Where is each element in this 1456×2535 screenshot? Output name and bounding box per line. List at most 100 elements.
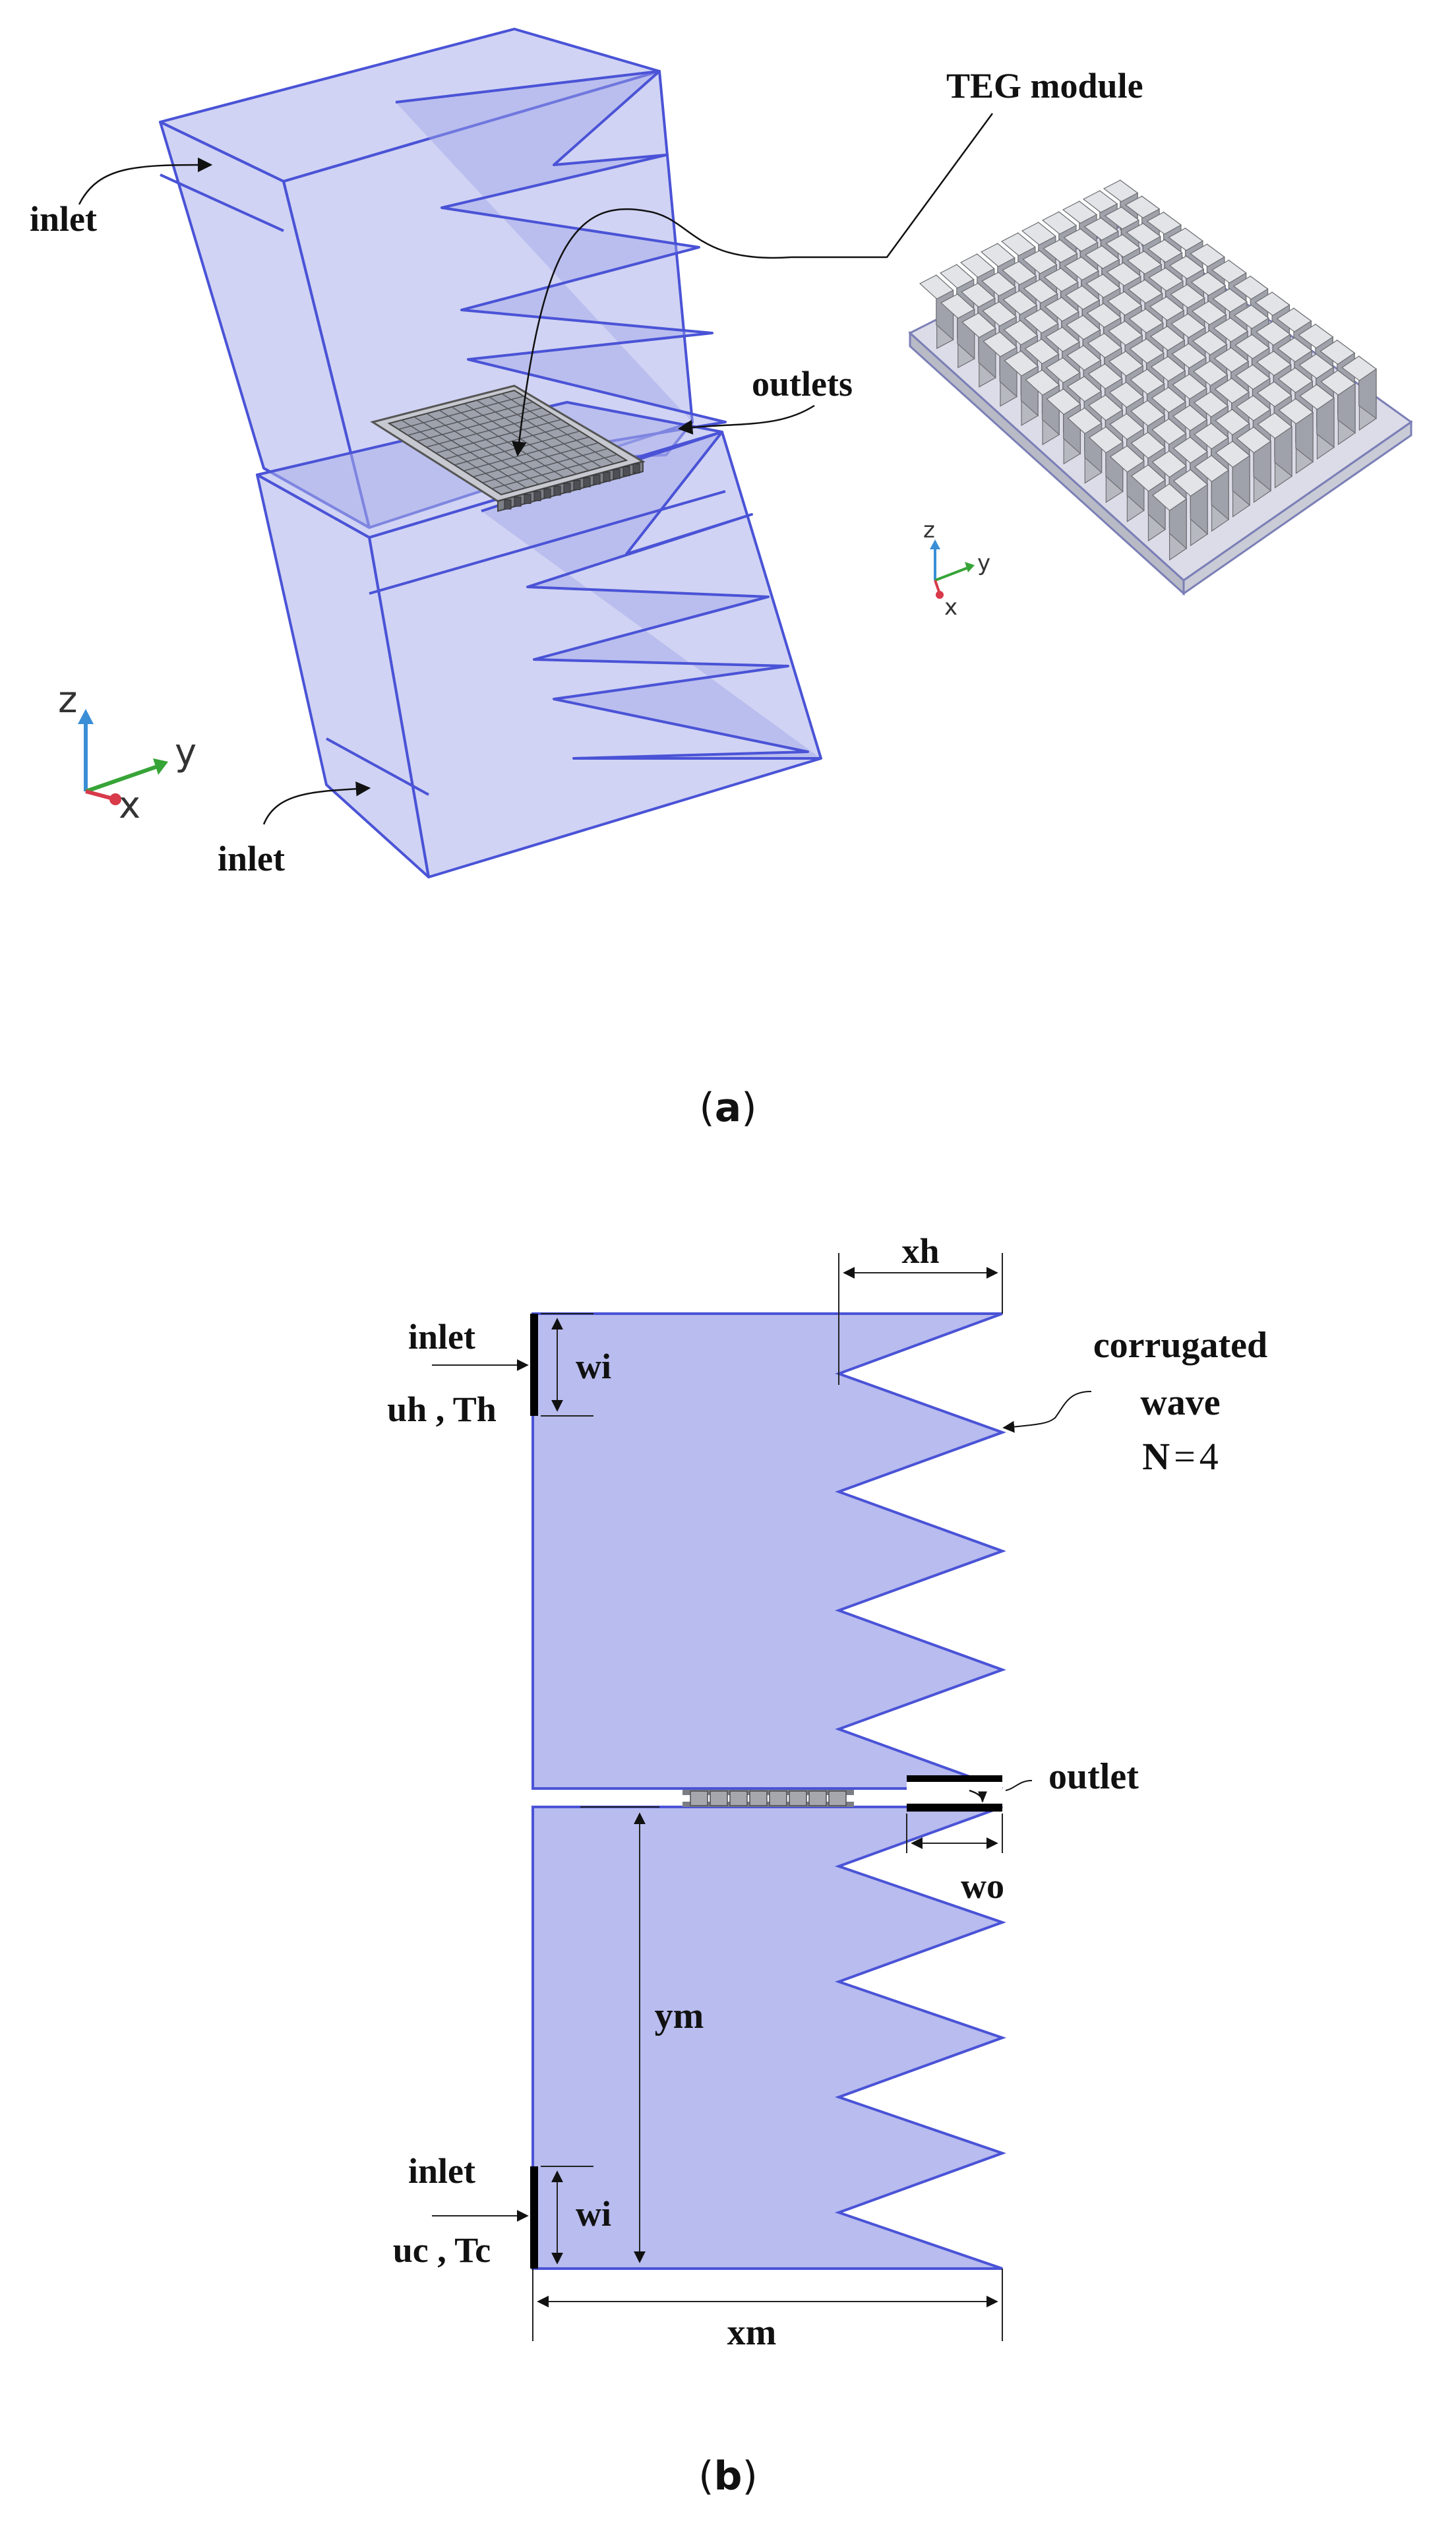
teg-block-top xyxy=(1151,483,1188,511)
teg-block-top xyxy=(1024,338,1060,365)
axis-z-label-main: z xyxy=(58,679,77,721)
teg-grid-line xyxy=(426,413,552,448)
axis-z-label-teg: z xyxy=(923,517,935,543)
teg-block-top xyxy=(983,331,1017,357)
teg-block-top xyxy=(1103,179,1139,202)
teg-block-top xyxy=(1064,257,1100,281)
teg-block-top xyxy=(1088,394,1124,421)
teg-block-top xyxy=(1086,303,1122,328)
teg-block-top xyxy=(1041,211,1077,235)
teg-block-top xyxy=(1235,364,1271,390)
teg-block-top xyxy=(1278,398,1314,425)
teg-block-top xyxy=(959,253,995,278)
teg-block-top xyxy=(1063,228,1099,252)
teg-module-label: TEG module xyxy=(946,66,1143,106)
teg-block-top xyxy=(1171,343,1207,369)
teg-leg xyxy=(543,488,551,499)
teg-block-top xyxy=(1082,190,1118,213)
teg-block-top xyxy=(1215,409,1250,436)
teg-block-top xyxy=(1215,441,1251,468)
inlet-bottom-label-b: inlet xyxy=(408,2151,475,2191)
teg-block-top xyxy=(1000,232,1036,257)
teg-grid-line xyxy=(491,454,618,489)
outlet-slot xyxy=(907,1775,1033,1812)
teg-grid-line xyxy=(473,442,599,477)
teg-block-top xyxy=(1168,228,1203,251)
teg-block-top xyxy=(1234,334,1270,359)
teg-block-top xyxy=(1151,386,1186,413)
axis-y-label-main: y xyxy=(175,731,197,774)
teg-block-top xyxy=(1062,200,1098,224)
teg-module-2d xyxy=(682,1790,854,1807)
teg-block-top xyxy=(1341,355,1378,381)
teg-leg xyxy=(573,480,581,491)
teg-block-top xyxy=(1277,337,1313,363)
teg-leg xyxy=(603,472,611,482)
teg-block-top xyxy=(1002,260,1037,286)
teg-leg xyxy=(583,477,591,487)
teg-leg xyxy=(632,463,640,473)
teg-block-top xyxy=(1124,195,1161,219)
teg-leg xyxy=(514,497,522,507)
teg-block-top xyxy=(1107,291,1143,316)
axis-x-label-main: x xyxy=(119,784,140,827)
inlet-bottom-conditions: uc , Tc xyxy=(393,2230,491,2270)
teg-block-top xyxy=(1172,373,1207,400)
teg-block-top xyxy=(1194,454,1230,483)
teg-block-top xyxy=(1128,308,1164,334)
teg-block-top xyxy=(1320,340,1356,365)
teg-block-top xyxy=(1046,388,1081,415)
teg-block-top xyxy=(1192,360,1228,386)
teg-cell xyxy=(729,1790,748,1806)
teg-block-top xyxy=(1065,285,1101,310)
inlet-bar-bottom xyxy=(530,2166,538,2269)
teg-block-top xyxy=(1023,279,1058,304)
teg-block-top xyxy=(1085,245,1120,269)
teg-block-top xyxy=(1150,355,1186,382)
teg-block-top xyxy=(939,264,975,289)
teg-block-top xyxy=(1255,321,1291,346)
wave-label: wave xyxy=(1140,1382,1220,1423)
dim-wo xyxy=(906,1814,1003,1853)
teg-block-top xyxy=(1003,320,1039,346)
teg-leg xyxy=(524,494,531,504)
inlet-bottom-label-a: inlet xyxy=(218,839,285,878)
inlet-top-label-b: inlet xyxy=(408,1317,475,1357)
teg-block-top xyxy=(1130,464,1166,492)
teg-block-top xyxy=(1108,381,1144,408)
teg-block-top xyxy=(961,313,996,338)
teg-block-top xyxy=(1044,297,1079,322)
teg-block-top xyxy=(981,272,1017,297)
teg-block-top xyxy=(1276,307,1312,332)
teg-block-top xyxy=(1148,267,1184,291)
teg-block-top xyxy=(1002,290,1038,315)
teg-module-in-channel xyxy=(370,384,646,512)
panel-b: xh wi inlet uh , Th corrugated wave N=4 … xyxy=(387,1231,1267,2499)
teg-leg xyxy=(613,469,621,479)
teg-block-top xyxy=(1087,332,1122,359)
teg-block-top xyxy=(1234,304,1269,330)
teg-block-top xyxy=(1232,276,1269,300)
ym-label: ym xyxy=(655,1996,704,2036)
teg-leg xyxy=(563,483,571,493)
teg-block-top xyxy=(1021,222,1056,246)
teg-block-top xyxy=(1298,323,1334,349)
teg-block-top xyxy=(1066,345,1102,371)
teg-block-top xyxy=(1192,330,1228,355)
teg-block-top xyxy=(1151,450,1187,478)
teg-block-top xyxy=(1067,407,1103,435)
teg-block-top xyxy=(1298,353,1335,379)
teg-block-top xyxy=(1045,357,1081,384)
outlets-label: outlets xyxy=(752,364,853,404)
teg-block-top xyxy=(1191,301,1227,326)
n-equals-label: N=4 xyxy=(1142,1435,1219,1478)
teg-block-top xyxy=(1256,350,1292,377)
teg-cell xyxy=(828,1790,847,1806)
corrugated-label: corrugated xyxy=(1093,1325,1267,1366)
teg-block-top xyxy=(1088,426,1124,454)
outlet-label-b: outlet xyxy=(1048,1756,1139,1797)
teg-block-top xyxy=(1128,279,1163,304)
teg-block-top xyxy=(1109,413,1145,441)
teg-block-top xyxy=(1105,234,1141,258)
lower-channel-3d xyxy=(256,401,822,878)
